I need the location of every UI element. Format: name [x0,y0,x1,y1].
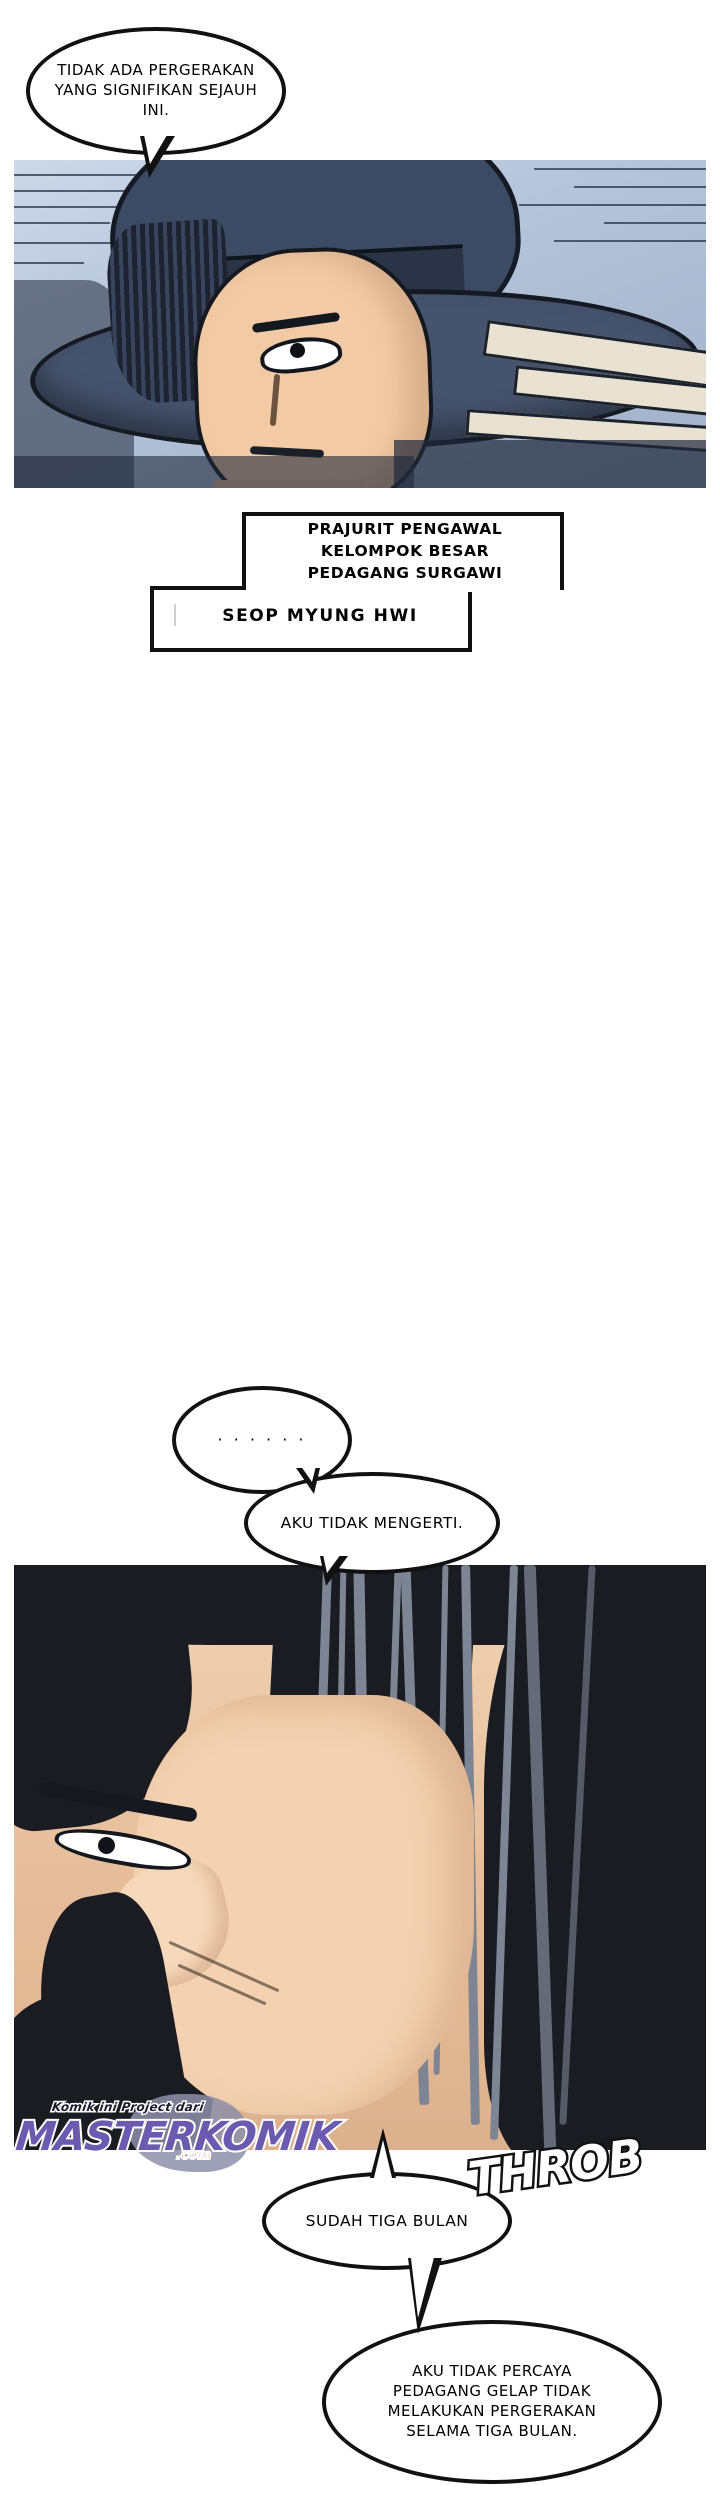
bubble-1-text: TIDAK ADA PERGERAKAN YANG SIGNIFIKAN SEJ… [54,61,258,119]
speech-bubble-dont-understand-tail-fill [322,1550,344,1573]
bubble-5-text: AKU TIDAK PERCAYA PEDAGANG GELAP TIDAK M… [387,2362,597,2440]
name-card-tick-mark [174,604,176,626]
speech-bubble-dont-believe: AKU TIDAK PERCAYA PEDAGANG GELAP TIDAK M… [322,2320,662,2484]
speech-bubble-dont-understand: AKU TIDAK MENGERTI. [244,1472,500,1574]
bubble-4-text: SUDAH TIGA BULAN [305,2211,469,2230]
panel1-shadow-bottom [394,440,706,488]
watermark-domain: .com [175,2147,212,2164]
name-card-upper-box [242,512,564,590]
speech-bubble-no-movement-tail-fill [143,130,170,164]
speech-bubble-ellipsis-tail-fill [298,1462,317,1482]
panel1-pupil [290,343,305,358]
panel2-hair-right [484,1565,706,2150]
bubble-3-text: AKU TIDAK MENGERTI. [280,1513,464,1532]
name-card-joint [246,582,560,592]
panel2-pupil [98,1837,115,1854]
speech-bubble-no-movement: TIDAK ADA PERGERAKAN YANG SIGNIFIKAN SEJ… [26,27,286,155]
panel1-shadow-bottom-left [14,456,414,488]
bubble-2-text: · · · · · · [217,1430,307,1450]
name-card-character-name: SEOP MYUNG HWI [222,606,418,626]
character-name-card: PRAJURIT PENGAWAL KELOMPOK BESAR PEDAGAN… [150,512,564,652]
speech-bubble-three-months-connector-fill [410,2250,436,2318]
name-card-title: PRAJURIT PENGAWAL KELOMPOK BESAR PEDAGAN… [307,520,503,582]
speech-bubble-three-months-tail-fill [373,2140,393,2182]
panel-grey-haired-man [14,1565,706,2150]
panel-warrior-blue-hat [14,160,706,488]
speech-bubble-ellipsis: · · · · · · [172,1386,352,1494]
